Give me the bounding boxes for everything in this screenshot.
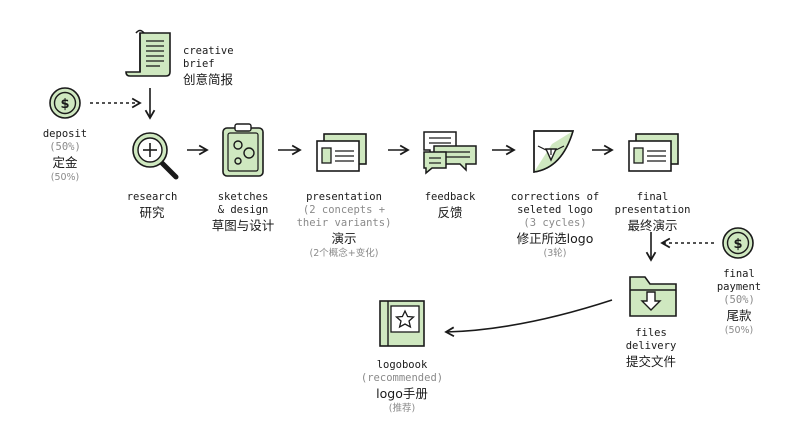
- clipboard-sketch-icon: [222, 123, 264, 177]
- deposit-title: deposit: [42, 128, 88, 140]
- chat-bubbles-icon: [423, 131, 477, 175]
- brief-title: creative brief: [183, 45, 234, 70]
- book-star-icon: [379, 300, 425, 347]
- slides-icon: [628, 133, 679, 172]
- logobook-sub-zh: (推荐): [388, 403, 416, 414]
- deposit-title-zh: 定金: [52, 155, 78, 170]
- dollar-coin-icon: $: [49, 87, 81, 119]
- corrections-title: corrections of seleted logo: [510, 191, 600, 216]
- deposit-sub: (50%): [49, 141, 81, 153]
- pen-nib-icon: [533, 130, 575, 173]
- corrections-title-zh: 修正所选logo: [516, 231, 594, 246]
- logobook-title: logobook: [376, 359, 428, 371]
- feedback-title-zh: 反馈: [437, 205, 463, 220]
- folder-download-icon: [629, 276, 677, 317]
- deposit-label: deposit (50%) 定金 (50%): [30, 128, 100, 185]
- logobook-sub: (recommended): [360, 372, 444, 384]
- deposit-sub-zh: (50%): [50, 172, 80, 183]
- presentation-label: presentation (2 concepts + their variant…: [284, 191, 404, 261]
- final-payment-title: final payment: [716, 268, 762, 293]
- feedback-title: feedback: [424, 191, 476, 203]
- svg-text:$: $: [60, 97, 69, 112]
- slides-icon: [316, 133, 367, 172]
- corrections-sub: (3 cycles): [523, 217, 587, 229]
- logobook-title-zh: logo手册: [376, 386, 428, 401]
- research-title: research: [126, 191, 178, 203]
- sketches-title-zh: 草图与设计: [211, 218, 275, 233]
- sketches-label: sketches & design 草图与设计: [198, 191, 288, 234]
- svg-text:$: $: [733, 237, 742, 252]
- brief-title-zh: 创意简报: [183, 72, 234, 87]
- final-payment-sub-zh: (50%): [724, 325, 754, 336]
- logobook-label: logobook (recommended) logo手册 (推荐): [352, 359, 452, 416]
- corrections-sub-zh: (3轮): [543, 248, 567, 259]
- final-payment-sub: (50%): [723, 294, 755, 306]
- files-title: files delivery: [625, 327, 677, 352]
- final-presentation-title: final presentation: [614, 191, 691, 216]
- final-presentation-label: final presentation 最终演示: [605, 191, 700, 234]
- dollar-coin-icon: $: [722, 227, 754, 259]
- arrow-files-logobook: [444, 299, 613, 338]
- presentation-sub-zh: (2个概念+变化): [309, 248, 379, 259]
- final-payment-label: final payment (50%) 尾款 (50%): [703, 268, 775, 338]
- sketches-title: sketches & design: [217, 191, 269, 216]
- presentation-sub: (2 concepts + their variants): [296, 204, 392, 229]
- feedback-label: feedback 反馈: [410, 191, 490, 221]
- corrections-label: corrections of seleted logo (3 cycles) 修…: [495, 191, 615, 261]
- presentation-title-zh: 演示: [331, 231, 357, 246]
- research-title-zh: 研究: [139, 205, 165, 220]
- research-label: research 研究: [112, 191, 192, 221]
- magnifier-icon: [132, 132, 179, 180]
- final-presentation-title-zh: 最终演示: [627, 218, 678, 233]
- document-scroll-icon: [125, 29, 171, 77]
- files-label: files delivery 提交文件: [611, 327, 691, 370]
- final-payment-title-zh: 尾款: [726, 308, 752, 323]
- presentation-title: presentation: [306, 191, 382, 203]
- brief-label: creative brief 创意简报: [183, 45, 234, 88]
- files-title-zh: 提交文件: [625, 354, 676, 369]
